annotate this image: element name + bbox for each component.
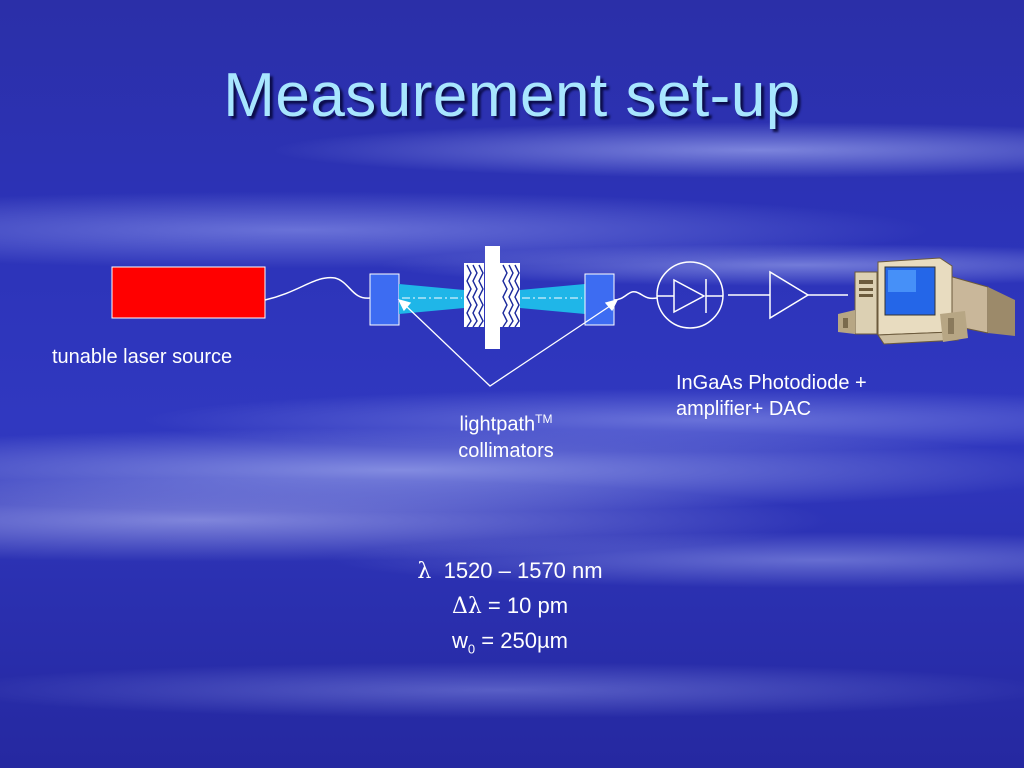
- waist-symbol: w: [452, 628, 468, 653]
- laser-source-label: tunable laser source: [52, 346, 233, 368]
- collimator-right: [584, 273, 615, 326]
- resolution-line: Δλ = 10 pm: [360, 589, 660, 624]
- sample-plate: [485, 246, 500, 349]
- trademark-mark: TM: [535, 412, 553, 426]
- lambda-symbol: λ: [417, 559, 432, 584]
- beam-right: [520, 284, 585, 314]
- photodiode-circle: [656, 261, 724, 329]
- collimators-label: lightpathTM collimators: [436, 406, 576, 464]
- slide-title: Measurement set-up: [223, 61, 801, 130]
- collimators-word: collimators: [458, 439, 554, 462]
- photodiode-label-line1: InGaAs Photodiode +: [676, 372, 867, 394]
- wavelength-range-value: 1520 – 1570 nm: [443, 558, 603, 583]
- computer-icon: [838, 257, 1015, 345]
- collimator-left: [369, 273, 400, 326]
- fiber-input: [264, 276, 371, 301]
- beam-waist-line: w0 = 250µm: [360, 624, 660, 666]
- laser-source-box: [111, 266, 266, 319]
- waist-value: = 250µm: [481, 628, 568, 653]
- amplifier-triangle: [769, 270, 810, 320]
- lightpath-word: lightpath: [459, 413, 536, 436]
- beam-left: [399, 284, 464, 314]
- waist-subscript: 0: [467, 641, 476, 657]
- collimator-pointer: [397, 298, 619, 387]
- delta-lambda-symbol: Δλ: [451, 594, 482, 619]
- parameters-block: λ 1520 – 1570 nm Δλ = 10 pm w0 = 250µm: [360, 554, 660, 666]
- sample-hatch: [466, 264, 520, 328]
- resolution-value: = 10 pm: [487, 593, 569, 618]
- wavelength-range-line: λ 1520 – 1570 nm: [360, 554, 660, 589]
- fiber-output: [613, 291, 658, 301]
- photodiode-label-line2: amplifier+ DAC: [676, 398, 812, 420]
- diode-triangle: [673, 278, 706, 314]
- photodiode-label: InGaAs Photodiode + amplifier+ DAC: [676, 370, 867, 422]
- lightpath-line: lightpathTM: [436, 406, 576, 438]
